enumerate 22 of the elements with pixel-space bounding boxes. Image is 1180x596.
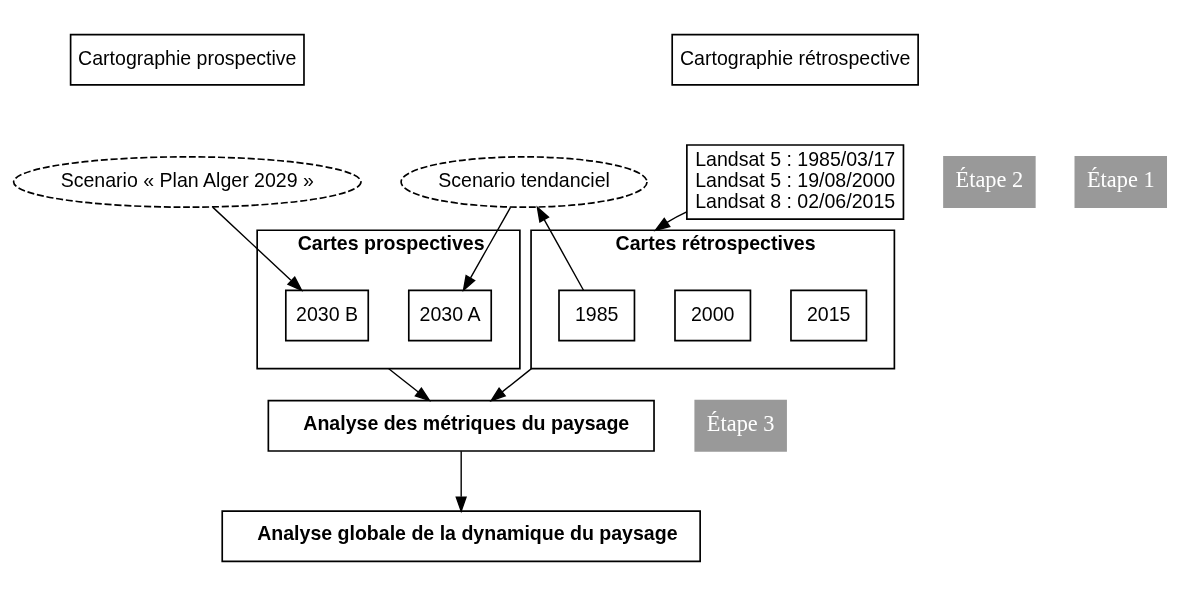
node-box: Analyse des métriques du paysage [267,399,655,452]
node-box: Étape 2 [943,156,1036,208]
node-ellipse: Scenario tendanciel [400,156,648,208]
node-box: 2015 [790,289,868,342]
node-ellipse: Scenario « Plan Alger 2029 » [12,156,362,208]
arrow [462,206,512,293]
arrow [536,205,585,291]
arrow [489,367,533,402]
arrow [653,211,688,232]
node-box: Analyse globale de la dynamique du paysage [221,510,701,563]
node-box: 2000 [674,289,752,342]
node-box: 1985 [558,289,636,342]
node-box: Cartographie prospective [69,33,305,86]
node-box: Cartographie rétrospective [671,33,919,86]
node-box: 2030 B [284,289,370,342]
arrow [387,367,432,402]
node-box: Étape 3 [694,399,787,452]
node-box: 2030 A [407,289,493,342]
arrow [455,450,468,514]
node-box: Étape 1 [1074,156,1167,208]
arrow [212,206,304,292]
node-box: Landsat 5 : 1985/03/17 Landsat 5 : 19/08/2000 Landsat 8 : 02/06/2015 [686,144,905,220]
